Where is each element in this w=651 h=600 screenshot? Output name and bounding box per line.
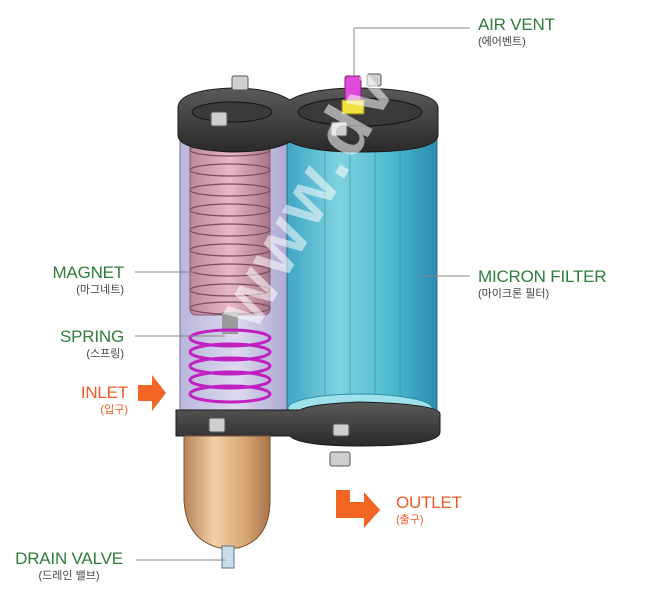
flange-bolts [208, 417, 351, 467]
drain-valve-stem [221, 545, 235, 569]
label-inlet: INLET (입구) [81, 384, 128, 416]
inlet-label: INLET [80, 383, 128, 402]
filter-pleats [324, 150, 401, 400]
label-spring: SPRING (스프링) [60, 328, 124, 360]
bottom-flange [175, 401, 441, 447]
micron-filter-label: MICRON FILTER [478, 267, 607, 286]
leader-lines [135, 27, 470, 561]
drain-valve-label-ko: (드레인 밸브) [38, 570, 100, 582]
label-outlet: OUTLET (출구) [396, 494, 462, 526]
inlet-label-ko: (입구) [100, 404, 128, 416]
right-chamber [286, 124, 438, 416]
label-magnet: MAGNET (마그네트) [52, 264, 124, 296]
spring-coil [188, 328, 272, 404]
magnet-stack [189, 134, 271, 334]
magnet-label: MAGNET [52, 263, 124, 282]
outlet-label: OUTLET [396, 493, 462, 512]
outlet-arrow [336, 490, 380, 528]
inlet-arrow [138, 375, 166, 411]
air-vent-label: AIR VENT [478, 15, 555, 34]
drain-valve-label: DRAIN VALVE [15, 549, 123, 568]
magnet-label-ko: (마그네트) [76, 284, 124, 296]
label-micron-filter: MICRON FILTER (마이크론 필터) [478, 267, 607, 300]
micron-filter-label-ko: (마이크론 필터) [478, 288, 550, 300]
label-air-vent: AIR VENT (에어벤트) [478, 16, 555, 48]
sediment-bowl [183, 435, 271, 549]
cap-bolts [210, 73, 382, 137]
spring-label-ko: (스프링) [86, 348, 124, 360]
spring-label: SPRING [60, 327, 124, 346]
outlet-label-ko: (출구) [396, 514, 424, 526]
air-vent-label-ko: (에어벤트) [478, 36, 526, 48]
label-drain-valve: DRAIN VALVE (드레인 밸브) [4, 550, 134, 582]
air-vent-valve [341, 75, 365, 115]
